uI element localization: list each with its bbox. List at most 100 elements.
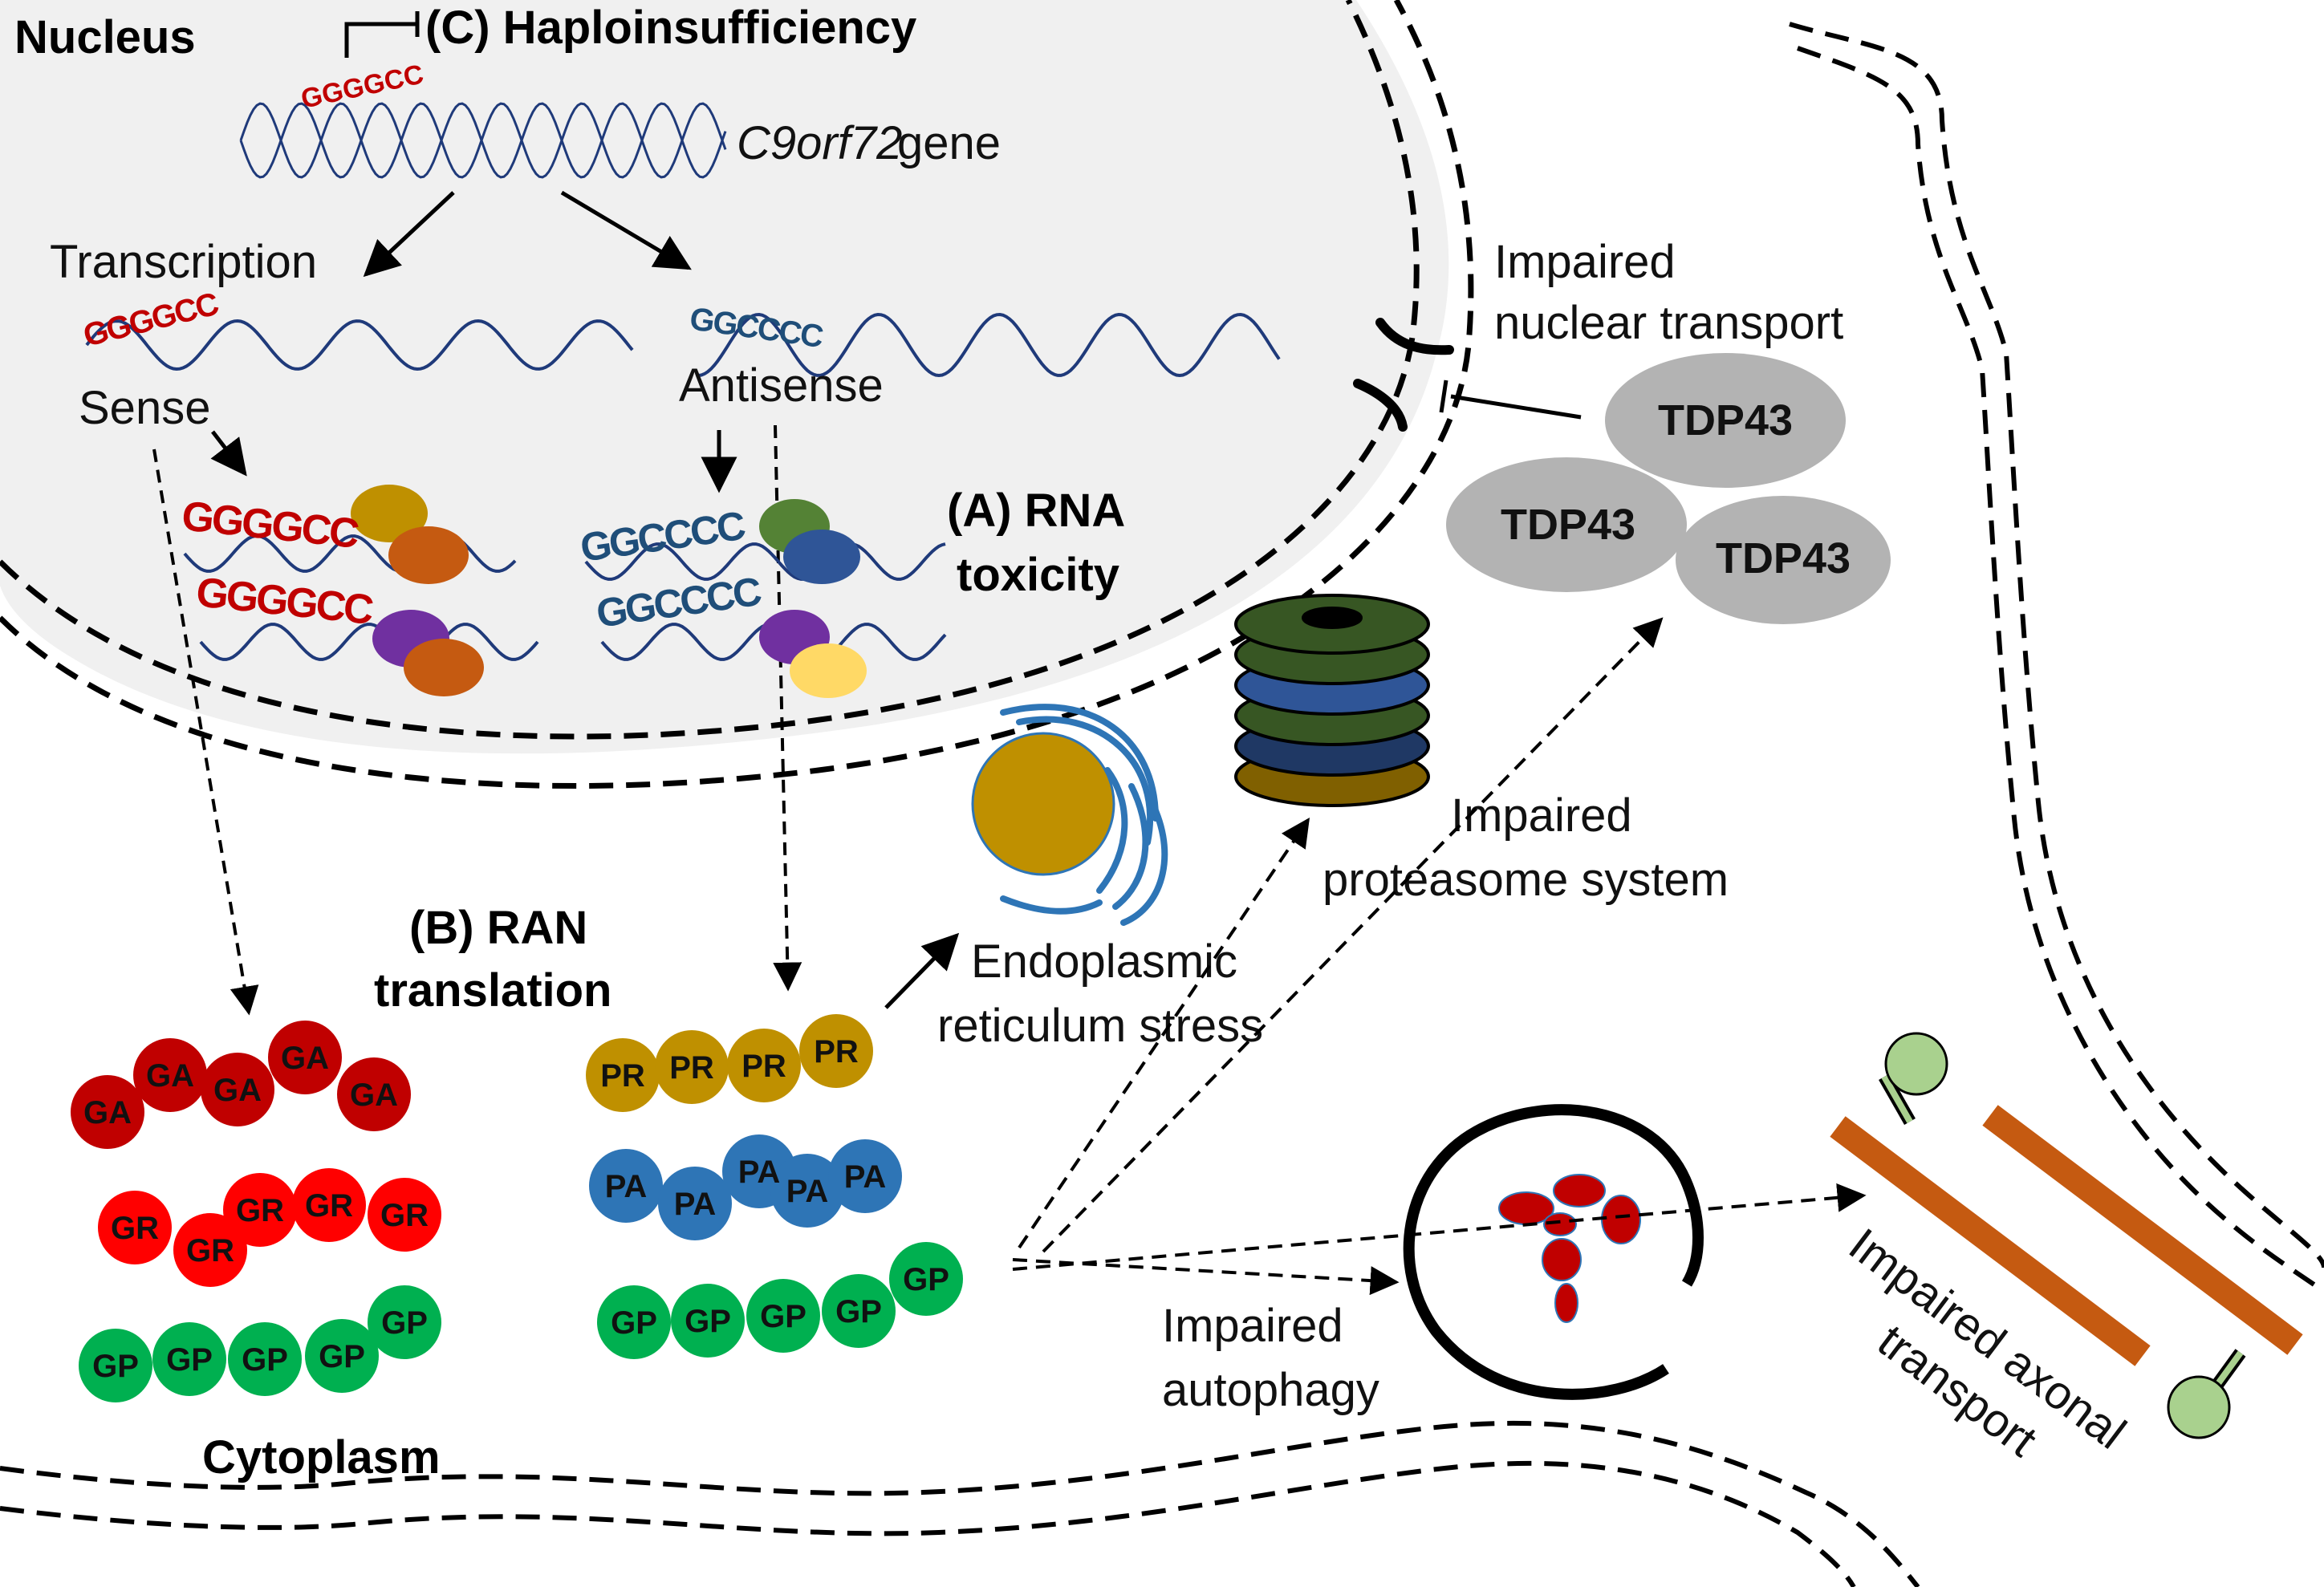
gp-left-chain-bead bbox=[228, 1322, 302, 1396]
proteasome-icon bbox=[1234, 594, 1430, 807]
tdp43-label-left: TDP43 bbox=[1501, 501, 1635, 549]
gp-left-chain-bead bbox=[368, 1285, 441, 1359]
autophagy-label-2: autophagy bbox=[1162, 1364, 1379, 1416]
transcription-arrow-antisense bbox=[560, 190, 692, 270]
rbp-orange bbox=[388, 526, 469, 584]
sense-label: Sense bbox=[79, 382, 210, 434]
sense-to-rbp-arrow bbox=[210, 430, 247, 477]
pr-chain-bead bbox=[586, 1038, 660, 1112]
ga-chain-bead bbox=[71, 1075, 144, 1149]
rbp-blue bbox=[783, 530, 860, 584]
ga-chain: GA GA GA GA GA bbox=[71, 1021, 411, 1149]
gp-right-chain-label: GP bbox=[760, 1299, 806, 1334]
gr-chain-label: GR bbox=[380, 1198, 429, 1233]
ran-label-1: (B) RAN bbox=[409, 902, 587, 954]
pr-chain-label: PR bbox=[814, 1034, 859, 1069]
tdp43-blob-right bbox=[1676, 496, 1891, 624]
ga-chain-label: GA bbox=[350, 1078, 398, 1113]
autophagy-label-1: Impaired bbox=[1162, 1300, 1343, 1352]
transcription-label: Transcription bbox=[50, 236, 317, 288]
ga-chain-label: GA bbox=[146, 1058, 194, 1094]
gp-right-chain-label: GP bbox=[611, 1305, 657, 1341]
rna-toxicity-label-2: toxicity bbox=[957, 549, 1119, 601]
rna-toxicity-label-1: (A) RNA bbox=[947, 485, 1125, 537]
gp-left-chain-bead bbox=[305, 1319, 379, 1393]
gp-left-chain-label: GP bbox=[319, 1339, 365, 1374]
nucleus-label: Nucleus bbox=[14, 11, 196, 63]
gr-chain-bead bbox=[292, 1168, 366, 1242]
sense-rna-foci bbox=[183, 485, 539, 696]
pr-chain-label: PR bbox=[741, 1049, 786, 1084]
haplo-promoter-icon bbox=[344, 11, 420, 58]
tdp43-blob-left bbox=[1446, 457, 1687, 592]
gp-left-chain-label: GP bbox=[242, 1342, 288, 1378]
tdp43-label-top: TDP43 bbox=[1658, 396, 1793, 444]
rbp-gold bbox=[351, 485, 428, 542]
gp-right-chain-bead bbox=[597, 1285, 671, 1359]
er-label-2: reticulum stress bbox=[937, 1000, 1263, 1052]
pa-chain-label: PA bbox=[605, 1169, 648, 1204]
nuclear-envelope bbox=[0, 0, 1474, 789]
endoplasmic-reticulum-icon bbox=[971, 704, 1168, 926]
gp-right-chain-bead bbox=[822, 1274, 896, 1348]
haplo-label: (C) Haploinsufficiency bbox=[425, 2, 916, 54]
rbp-orange-2 bbox=[404, 639, 484, 696]
gr-chain-bead bbox=[98, 1191, 172, 1264]
rbp-yellow bbox=[790, 643, 867, 698]
er-label-1: Endoplasmic bbox=[971, 936, 1237, 988]
gp-right-chain-bead bbox=[746, 1279, 820, 1353]
pa-chain-bead bbox=[589, 1149, 663, 1223]
pr-chain-label: PR bbox=[600, 1058, 645, 1094]
proteasome-label-1: Impaired bbox=[1451, 789, 1632, 842]
ga-chain-bead bbox=[201, 1053, 274, 1126]
pa-chain-bead bbox=[828, 1139, 902, 1213]
sense-rna-strand bbox=[85, 319, 634, 371]
ga-chain-label: GA bbox=[281, 1041, 329, 1076]
c9orf72-gene-dna bbox=[239, 102, 727, 179]
gp-left-chain-label: GP bbox=[381, 1305, 428, 1341]
pa-chain-bead bbox=[658, 1167, 732, 1240]
gr-chain-bead bbox=[173, 1213, 247, 1287]
pr-chain-bead bbox=[799, 1014, 873, 1088]
transport-vesicle-top bbox=[1879, 1032, 1948, 1125]
pr-chain-bead bbox=[655, 1030, 729, 1104]
nuclear-transport-label-2: nuclear transport bbox=[1494, 297, 1843, 349]
cell-membrane bbox=[0, 22, 2324, 1589]
antisense-rna-strand bbox=[697, 312, 1281, 378]
gr-chain-label: GR bbox=[111, 1211, 159, 1246]
aggregate-particles-icon bbox=[1498, 1174, 1641, 1323]
ga-chain-bead bbox=[337, 1057, 411, 1131]
pa-chain-bead bbox=[770, 1154, 844, 1228]
gene-name: C9orf72 bbox=[737, 117, 902, 169]
gr-chain-label: GR bbox=[186, 1233, 234, 1268]
dpr-effect-arrows bbox=[1012, 617, 1867, 1296]
pa-chain-label: PA bbox=[786, 1174, 829, 1209]
gp-right-chain-label: GP bbox=[685, 1304, 731, 1339]
tdp43-label-right: TDP43 bbox=[1716, 534, 1851, 582]
pr-chain-label: PR bbox=[669, 1050, 714, 1086]
gr-chain-bead bbox=[223, 1173, 297, 1247]
cytoplasm-label: Cytoplasm bbox=[202, 1431, 441, 1483]
gp-left-chain-bead bbox=[152, 1322, 226, 1396]
gp-right-chain-bead bbox=[671, 1284, 745, 1358]
ga-chain-bead bbox=[133, 1038, 207, 1112]
nuclear-pore-icon bbox=[1353, 318, 1454, 432]
gene-word: gene bbox=[897, 117, 1001, 169]
microtubule-rails bbox=[1830, 1105, 2303, 1366]
pr-chain: PR PR PR PR bbox=[586, 1014, 873, 1112]
ga-chain-bead bbox=[268, 1021, 342, 1094]
gp-left-chain-label: GP bbox=[166, 1342, 213, 1378]
transcription-arrow-sense bbox=[363, 191, 455, 278]
tdp43-blob-top bbox=[1605, 353, 1846, 488]
ga-chain-label: GA bbox=[83, 1095, 132, 1130]
pr-chain-bead bbox=[727, 1029, 801, 1102]
antisense-label: Antisense bbox=[679, 359, 884, 412]
gr-chain-bead bbox=[368, 1178, 441, 1252]
gr-chain-label: GR bbox=[305, 1188, 353, 1224]
ga-chain-label: GA bbox=[213, 1073, 262, 1108]
pr-to-er-arrow bbox=[884, 932, 960, 1009]
